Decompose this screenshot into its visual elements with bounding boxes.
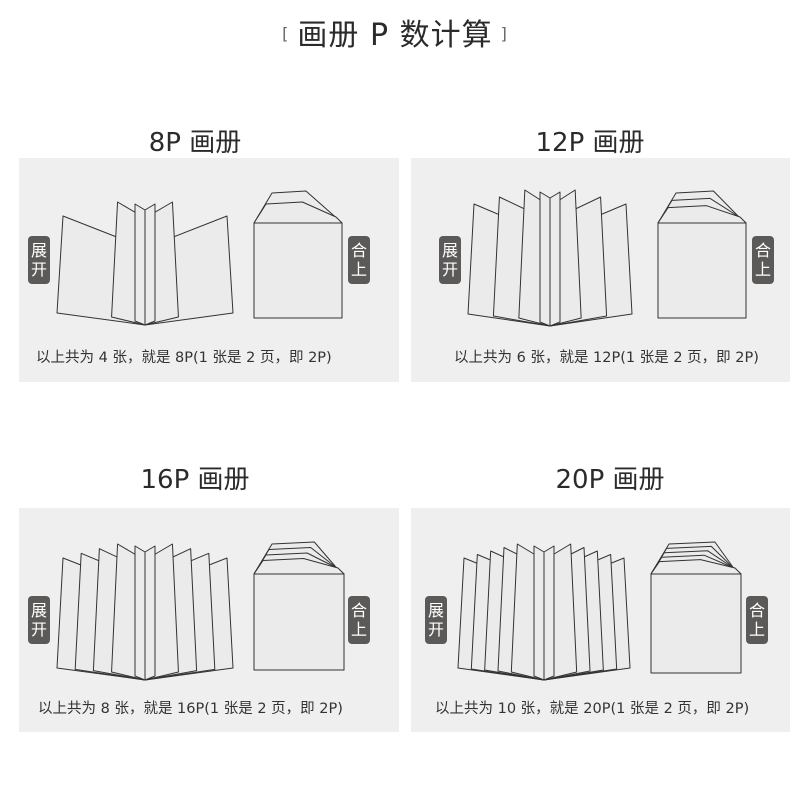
closed-book-cover xyxy=(254,223,342,318)
open-booklet-illustration xyxy=(57,202,233,325)
closed-booklet-illustration xyxy=(658,191,746,318)
open-booklet-illustration xyxy=(57,544,233,680)
closed-book-fanned-page xyxy=(658,206,746,223)
panel-20p: 展开 合上 以上共为 10 张，就是 20P(1 张是 2 页，即 2P) xyxy=(411,508,790,732)
closed-book-cover xyxy=(254,574,344,670)
caption-20p: 以上共为 10 张，就是 20P(1 张是 2 页，即 2P) xyxy=(435,697,749,718)
open-book-center-left xyxy=(540,192,550,326)
caption-16p: 以上共为 8 张，就是 16P(1 张是 2 页，即 2P) xyxy=(38,697,343,718)
section-title-12p: 12P 画册 xyxy=(395,122,785,159)
open-book-center-right xyxy=(145,546,155,680)
panel-8p: 展开 合上 以上共为 4 张，就是 8P(1 张是 2 页，即 2P) xyxy=(19,158,399,382)
closed-booklet-illustration xyxy=(651,542,741,673)
section-title-20p: 20P 画册 xyxy=(415,459,790,496)
panel-12p: 展开 合上 以上共为 6 张，就是 12P(1 张是 2 页，即 2P) xyxy=(411,158,790,382)
open-booklet-illustration xyxy=(458,544,630,680)
closed-booklet-illustration xyxy=(254,191,342,318)
panel-16p: 展开 合上 以上共为 8 张，就是 16P(1 张是 2 页，即 2P) xyxy=(19,508,399,732)
title-text: 画册 P 数计算 xyxy=(297,18,492,53)
open-book-center-left xyxy=(135,204,145,325)
title-bracket-right: ] xyxy=(501,24,508,43)
open-booklet-illustration xyxy=(468,190,632,326)
open-book-center-right xyxy=(544,546,554,680)
section-title-16p: 16P 画册 xyxy=(0,459,390,496)
closed-book-cover xyxy=(651,574,741,673)
page-title: [ 画册 P 数计算] xyxy=(0,10,790,54)
open-book-center-right xyxy=(550,192,560,326)
title-bracket-left: [ xyxy=(282,24,289,43)
closed-book-cover xyxy=(658,223,746,318)
closed-booklet-illustration xyxy=(254,542,344,670)
open-book-center-left xyxy=(534,546,544,680)
open-book-center-right xyxy=(145,204,155,325)
open-book-center-left xyxy=(135,546,145,680)
caption-12p: 以上共为 6 张，就是 12P(1 张是 2 页，即 2P) xyxy=(454,346,759,367)
section-title-8p: 8P 画册 xyxy=(0,122,390,159)
caption-8p: 以上共为 4 张，就是 8P(1 张是 2 页，即 2P) xyxy=(36,346,332,367)
